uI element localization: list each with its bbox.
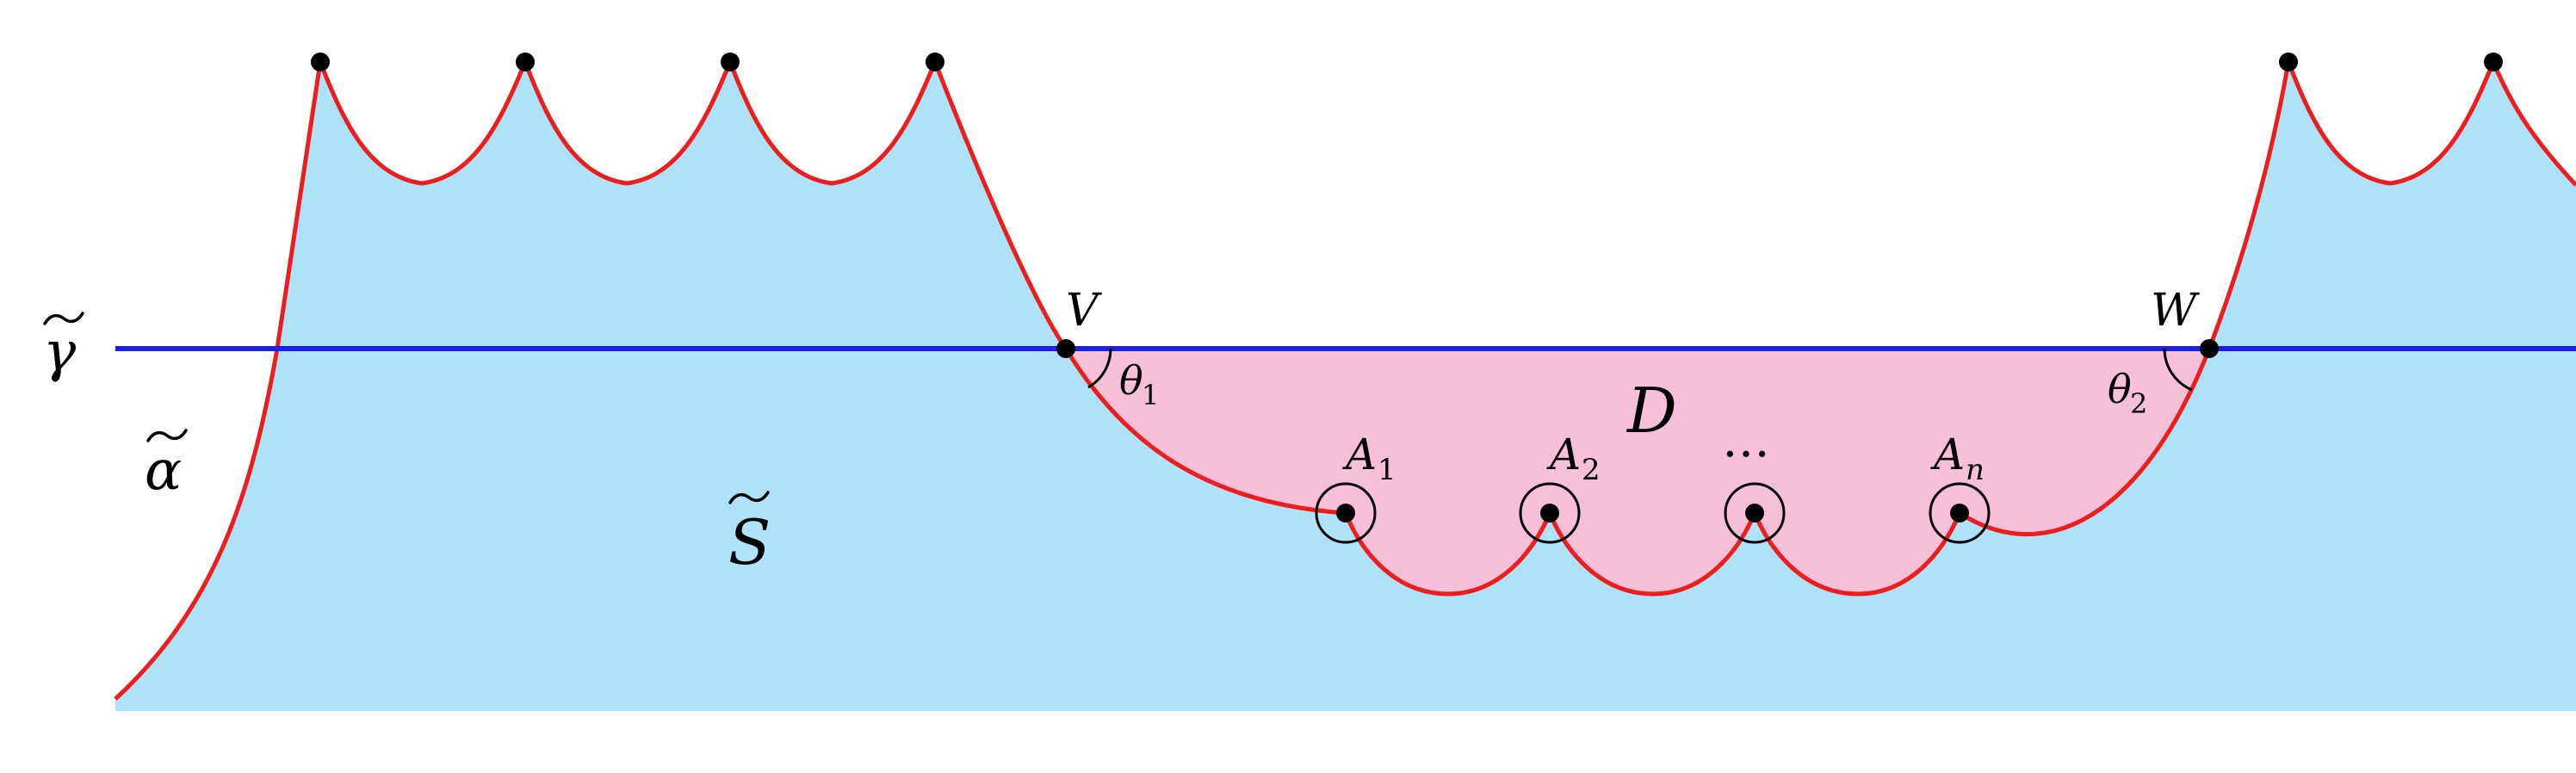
label-vertex-v: V xyxy=(1066,285,1102,337)
tilde-accent-s xyxy=(728,491,770,504)
puncture-dot-an xyxy=(1950,504,1969,523)
vertex-dot-w xyxy=(2200,339,2219,358)
label-puncture-a1: A xyxy=(1342,430,1377,479)
label-puncture-an: A xyxy=(1930,430,1965,479)
label-puncture-a2-sub: 2 xyxy=(1582,453,1601,487)
tilde-accent-gamma xyxy=(43,312,84,325)
label-theta-1: θ xyxy=(1119,357,1143,404)
tilde-accent-alpha xyxy=(146,429,188,442)
label-theta-1-sub: 1 xyxy=(1142,379,1159,411)
angle-arc-theta-2 xyxy=(2163,348,2193,392)
puncture-circle-a3 xyxy=(1724,482,1786,544)
puncture-dot-a1 xyxy=(1336,504,1355,523)
label-puncture-a1-sub: 1 xyxy=(1378,453,1396,487)
label-puncture-an-sub: n xyxy=(1966,453,1985,487)
puncture-dot-a3 xyxy=(1745,504,1764,523)
cusp-dot xyxy=(516,53,535,71)
vertex-dot-v xyxy=(1056,339,1075,358)
label-theta-2: θ xyxy=(2108,366,2132,412)
surface-region-left xyxy=(115,62,2576,711)
disk-region-d xyxy=(1066,349,2209,594)
cusp-dot xyxy=(2484,53,2503,71)
cusp-dot xyxy=(311,53,330,71)
label-alpha-tilde: α xyxy=(145,439,182,503)
puncture-circle-an xyxy=(1929,482,1991,544)
label-puncture-a2: A xyxy=(1546,430,1581,479)
puncture-circle-a1 xyxy=(1315,482,1377,544)
label-gamma-tilde: γ xyxy=(43,320,77,384)
cusp-dot xyxy=(721,53,740,71)
cusp-dot xyxy=(926,53,944,71)
cusp-dot xyxy=(2279,53,2298,71)
angle-arc-theta-1 xyxy=(1087,348,1112,389)
label-ellipsis: … xyxy=(1722,412,1770,468)
label-theta-2-sub: 2 xyxy=(2130,387,2147,420)
puncture-dot-a2 xyxy=(1540,504,1559,523)
puncture-circle-a2 xyxy=(1519,482,1581,544)
label-s-tilde: S xyxy=(728,506,771,578)
vertex-dots xyxy=(311,53,2503,523)
label-vertex-w: W xyxy=(2151,285,2200,337)
label-region-d: D xyxy=(1625,374,1677,447)
